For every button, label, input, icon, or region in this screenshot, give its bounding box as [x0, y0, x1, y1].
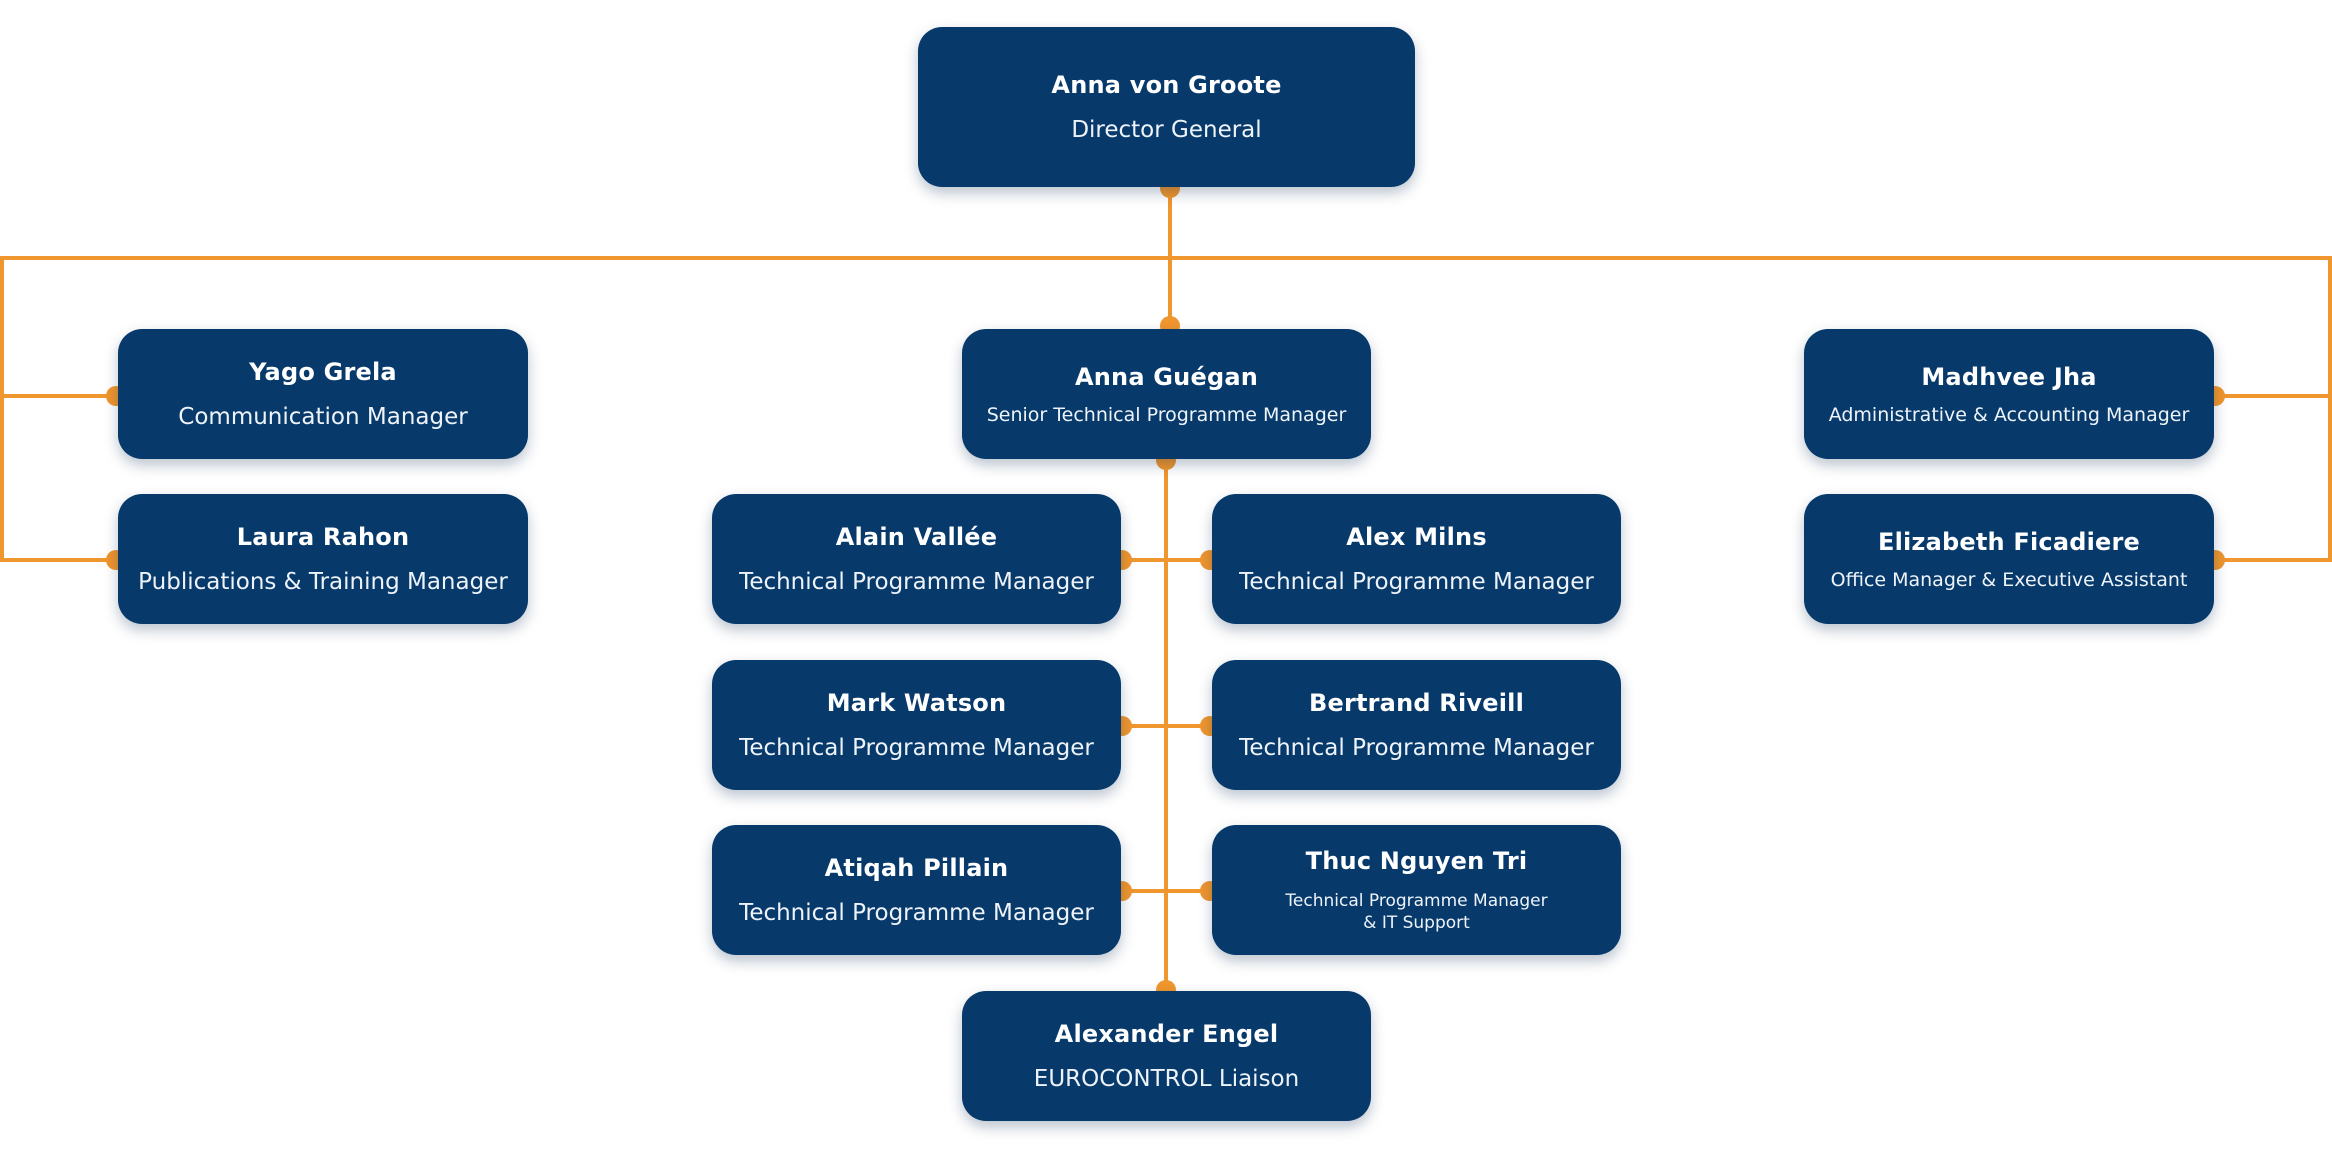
tpm-6-name: Thuc Nguyen Tri — [1305, 847, 1528, 875]
box-tpm-4: Bertrand Riveill Technical Programme Man… — [1212, 660, 1621, 790]
box-left-1: Yago Grela Communication Manager — [118, 329, 528, 459]
box-director: Anna von Groote Director General — [918, 27, 1415, 187]
box-tpm-1: Alain Vallée Technical Programme Manager — [712, 494, 1121, 624]
senior-name: Anna Guégan — [1074, 362, 1259, 391]
connector-top-bracket-right — [1170, 256, 2332, 562]
connector-top-bracket-left — [0, 256, 1170, 562]
director-name: Anna von Groote — [1051, 70, 1282, 99]
tpm-4-name: Bertrand Riveill — [1308, 688, 1525, 717]
director-role: Director General — [1071, 116, 1262, 143]
box-right-1: Madhvee Jha Administrative & Accounting … — [1804, 329, 2214, 459]
liaison-name: Alexander Engel — [1054, 1019, 1279, 1048]
tpm-3-name: Mark Watson — [826, 688, 1007, 717]
box-tpm-2: Alex Milns Technical Programme Manager — [1212, 494, 1621, 624]
left-1-name: Yago Grela — [249, 357, 397, 386]
box-left-2: Laura Rahon Publications & Training Mana… — [118, 494, 528, 624]
senior-role: Senior Technical Programme Manager — [986, 403, 1347, 426]
right-2-name: Elizabeth Ficadiere — [1877, 527, 2141, 556]
left-1-role: Communication Manager — [178, 403, 468, 430]
tpm-6-role: Technical Programme Manager & IT Support — [1285, 891, 1548, 933]
right-2-role: Office Manager & Executive Assistant — [1830, 568, 2188, 591]
tpm-2-name: Alex Milns — [1346, 522, 1487, 551]
box-tpm-6: Thuc Nguyen Tri Technical Programme Mana… — [1212, 825, 1621, 955]
tpm-4-role: Technical Programme Manager — [1239, 734, 1594, 761]
liaison-role: EUROCONTROL Liaison — [1033, 1065, 1300, 1092]
box-tpm-3: Mark Watson Technical Programme Manager — [712, 660, 1121, 790]
left-2-name: Laura Rahon — [236, 522, 410, 551]
left-2-role: Publications & Training Manager — [138, 568, 508, 595]
right-1-role: Administrative & Accounting Manager — [1828, 403, 2190, 426]
box-right-2: Elizabeth Ficadiere Office Manager & Exe… — [1804, 494, 2214, 624]
box-senior: Anna Guégan Senior Technical Programme M… — [962, 329, 1371, 459]
box-liaison: Alexander Engel EUROCONTROL Liaison — [962, 991, 1371, 1121]
tpm-5-name: Atiqah Pillain — [824, 853, 1009, 882]
tpm-3-role: Technical Programme Manager — [739, 734, 1094, 761]
tpm-5-role: Technical Programme Manager — [739, 899, 1094, 926]
tpm-1-name: Alain Vallée — [835, 522, 998, 551]
box-tpm-5: Atiqah Pillain Technical Programme Manag… — [712, 825, 1121, 955]
tpm-2-role: Technical Programme Manager — [1239, 568, 1594, 595]
right-1-name: Madhvee Jha — [1921, 362, 2097, 391]
tpm-1-role: Technical Programme Manager — [739, 568, 1094, 595]
